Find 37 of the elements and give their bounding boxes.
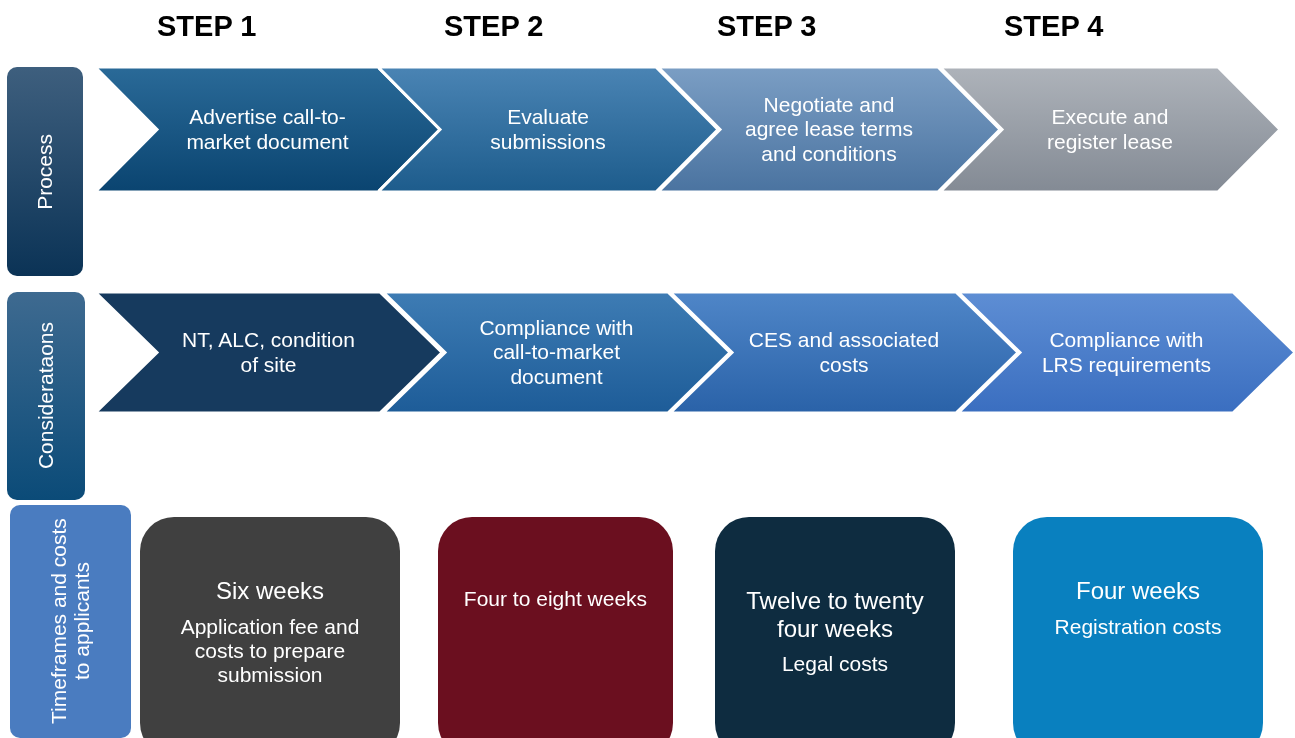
step-text: Compliance with LRS requirements [1040, 328, 1213, 377]
row-header [7, 67, 83, 276]
step-banner [383, 292, 730, 413]
duration-text: Four to eight weeks [463, 587, 648, 612]
step-text: Execute and register lease [1045, 105, 1175, 154]
step-text: Evaluate submissions [489, 105, 607, 154]
step-banner [658, 67, 1000, 192]
rounded-card [715, 517, 955, 738]
rounded-card [438, 517, 673, 738]
step-banner [378, 67, 718, 192]
step-heading: STEP 1 [157, 10, 257, 43]
step-banner [670, 292, 1018, 413]
rounded-card [140, 517, 400, 738]
step-heading: STEP 3 [717, 10, 817, 43]
duration-text: Twelve to twenty four weeks [745, 587, 925, 643]
duration-text: Four weeks [1075, 577, 1200, 605]
step-heading: STEP 2 [444, 10, 544, 43]
duration-text: Six weeks [215, 577, 324, 605]
cost-text: Legal costs [781, 652, 889, 677]
cost-text: Application fee and costs to prepare submission [179, 614, 361, 687]
rounded-card [1013, 517, 1263, 738]
row-header [7, 292, 85, 500]
step-banner [95, 292, 442, 413]
step-text: Negotiate and agree lease terms and conditions [743, 93, 915, 166]
step-text: NT, ALC, condition of site [181, 328, 356, 377]
step-heading: STEP 4 [1004, 10, 1104, 43]
row-label: Timeframes and costs to applicants [47, 517, 94, 727]
row-label: Process [33, 133, 57, 210]
row-label: Considerataons [34, 322, 58, 470]
step-text: Advertise call-to-market document [185, 105, 350, 154]
step-text: CES and associated costs [747, 328, 941, 377]
step-text: Compliance with call-to-market document [478, 316, 635, 389]
cost-text: Registration costs [1054, 614, 1222, 639]
step-banner [940, 67, 1280, 192]
row-header [10, 505, 131, 738]
step-banner [958, 292, 1295, 413]
step-banner [95, 67, 440, 192]
